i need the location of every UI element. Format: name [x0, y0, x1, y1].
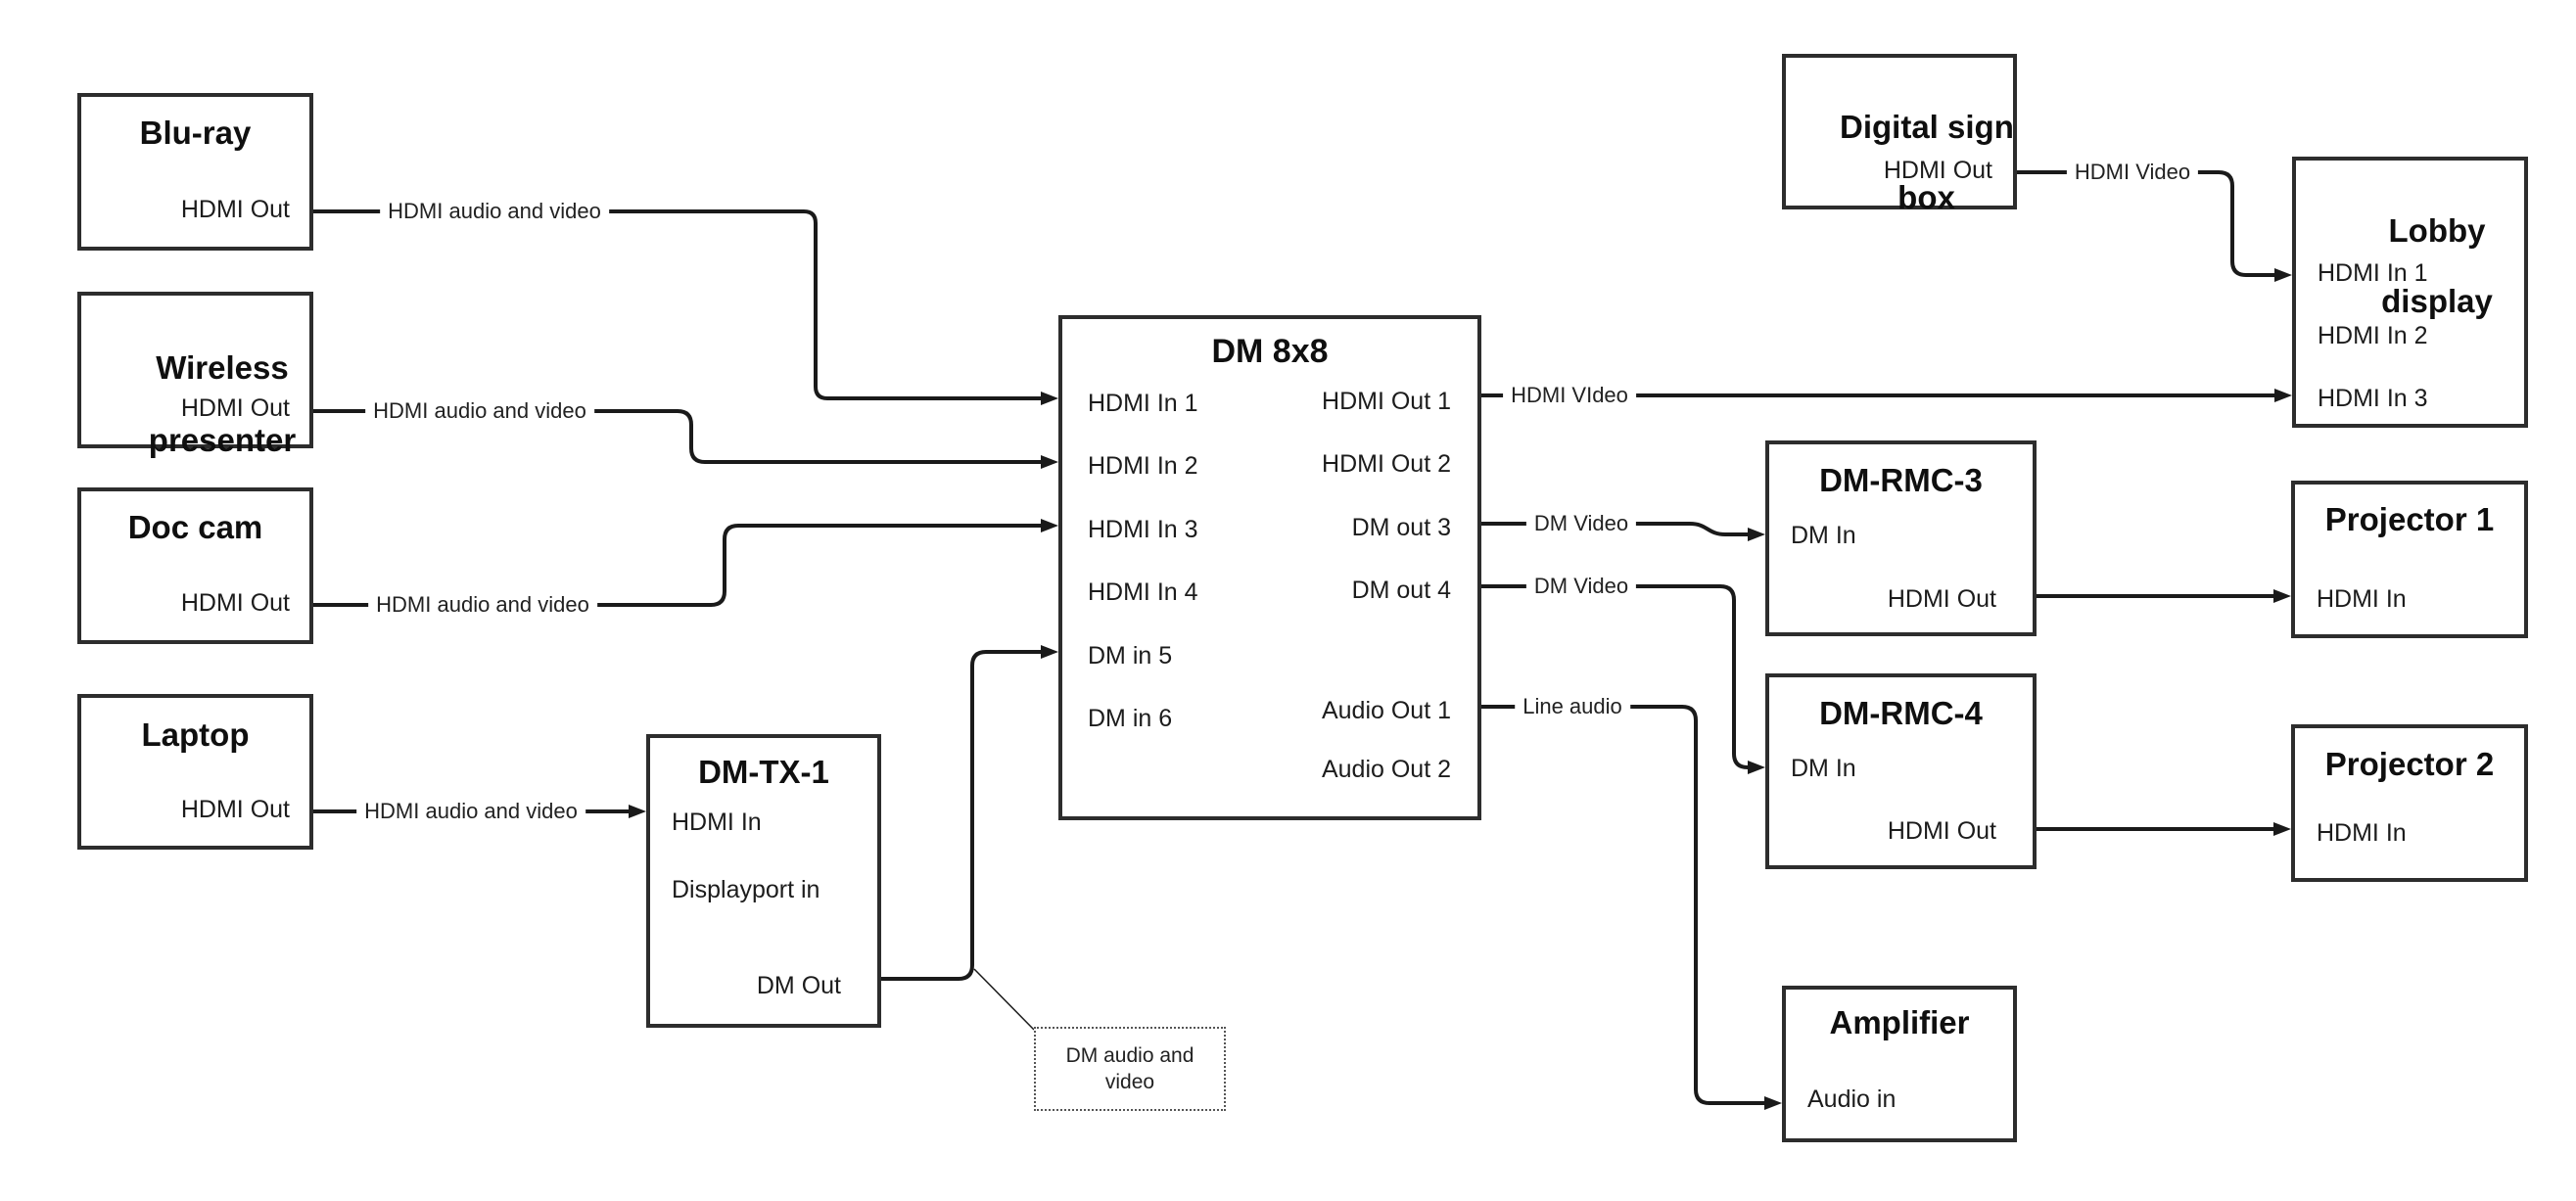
node-amplifier: Amplifier Audio in	[1782, 986, 2017, 1142]
edge-sign-to-lobby	[2017, 170, 2275, 277]
wire-label-doc-cam: HDMI audio and video	[368, 590, 597, 620]
port-hdmi-in-1: HDMI In 1	[2318, 259, 2428, 287]
node-title: Blu-ray	[139, 115, 252, 151]
node-title: Lobby display	[2296, 178, 2524, 354]
callout-line-2: video	[1104, 1071, 1155, 1093]
title-line-1: Digital sign	[1840, 109, 2014, 145]
port-audio-out-2: Audio Out 2	[1321, 756, 1451, 783]
node-title: DM 8x8	[1211, 333, 1329, 370]
port-dm-out-3: DM out 3	[1351, 514, 1451, 541]
port-hdmi-out: HDMI Out	[1883, 157, 1992, 184]
wire-label-blu-ray: HDMI audio and video	[380, 197, 609, 226]
wire-label-dm-out4: DM Video	[1525, 572, 1637, 601]
callout-dm-audio-video: DM audio and video	[1034, 1027, 1226, 1111]
node-blu-ray: Blu-ray HDMI Out	[77, 93, 313, 251]
port-hdmi-out: HDMI Out	[1887, 817, 1996, 845]
arrowheads	[629, 268, 2292, 1110]
node-projector-1: Projector 1 HDMI In	[2291, 481, 2528, 638]
node-dm-8x8: DM 8x8 HDMI In 1 HDMI In 2 HDMI In 3 HDM…	[1058, 315, 1481, 820]
node-title: Projector 1	[2324, 501, 2495, 537]
node-digital-sign-box: Digital sign box HDMI Out	[1782, 54, 2017, 215]
callout-leader-line	[973, 968, 1035, 1031]
edge-audio-out1-to-amp	[1481, 705, 1765, 1105]
wire-label-laptop: HDMI audio and video	[356, 797, 585, 826]
node-doc-cam: Doc cam HDMI Out	[77, 487, 313, 644]
node-title: Wireless presenter	[81, 313, 309, 494]
title-line-1: Wireless	[156, 349, 289, 386]
wire-label-dm-out3: DM Video	[1525, 509, 1637, 538]
port-hdmi-in: HDMI In	[2317, 819, 2407, 847]
node-title: DM-TX-1	[698, 754, 829, 790]
edge-dmtx-to-dm8x8	[881, 650, 1042, 981]
callout-line-1: DM audio and	[1065, 1044, 1194, 1067]
edge-wireless-to-dm8x8	[313, 409, 1042, 464]
port-hdmi-out: HDMI Out	[180, 196, 290, 223]
node-dm-rmc-3: DM-RMC-3 DM In HDMI Out	[1765, 440, 2037, 636]
port-hdmi-in-4: HDMI In 4	[1088, 578, 1198, 606]
port-hdmi-out: HDMI Out	[180, 589, 290, 617]
node-title: Doc cam	[127, 509, 263, 545]
title-line-1: Lobby	[2388, 212, 2486, 249]
port-hdmi-in-3: HDMI In 3	[1088, 516, 1198, 543]
node-title: Laptop	[141, 716, 250, 753]
port-hdmi-in: HDMI In	[672, 808, 762, 836]
title-line-2: box	[1897, 179, 1955, 215]
port-hdmi-in-2: HDMI In 2	[1088, 452, 1198, 480]
port-hdmi-out: HDMI Out	[180, 394, 290, 422]
node-title: Projector 2	[2324, 746, 2495, 782]
port-hdmi-in-3: HDMI In 3	[2318, 385, 2428, 412]
port-audio-out-1: Audio Out 1	[1321, 697, 1451, 724]
port-hdmi-in: HDMI In	[2317, 585, 2407, 613]
port-dm-out-4: DM out 4	[1351, 577, 1451, 604]
port-displayport-in: Displayport in	[672, 876, 820, 903]
node-title: Digital sign box	[1786, 74, 2014, 251]
title-line-2: display	[2381, 283, 2493, 319]
port-dm-in: DM In	[1791, 522, 1856, 549]
node-laptop: Laptop HDMI Out	[77, 694, 313, 850]
port-dm-in: DM In	[1791, 755, 1856, 782]
node-lobby-display: Lobby display HDMI In 1 HDMI In 2 HDMI I…	[2292, 157, 2528, 428]
wire-label-wireless: HDMI audio and video	[365, 396, 594, 426]
edge-dm-out4-to-rmc4	[1481, 584, 1749, 769]
wire-label-audio-out1: Line audio	[1515, 692, 1630, 721]
wire-label-sign: HDMI Video	[2066, 158, 2199, 187]
node-dm-rmc-4: DM-RMC-4 DM In HDMI Out	[1765, 673, 2037, 869]
node-title: DM-RMC-3	[1819, 462, 1983, 498]
edge-doc-cam-to-dm8x8	[313, 524, 1042, 607]
port-hdmi-out-1: HDMI Out 1	[1322, 388, 1451, 415]
edge-dm-out3-to-rmc3	[1481, 522, 1749, 536]
port-hdmi-in-2: HDMI In 2	[2318, 322, 2428, 349]
port-dm-in-5: DM in 5	[1088, 642, 1173, 670]
port-hdmi-out: HDMI Out	[180, 796, 290, 823]
node-title: DM-RMC-4	[1819, 695, 1983, 731]
node-projector-2: Projector 2 HDMI In	[2291, 724, 2528, 882]
port-hdmi-in-1: HDMI In 1	[1088, 390, 1198, 417]
port-hdmi-out: HDMI Out	[1887, 585, 1996, 613]
edge-blu-ray-to-dm8x8	[313, 209, 1042, 400]
node-title: Amplifier	[1829, 1004, 1970, 1040]
node-wireless-presenter: Wireless presenter HDMI Out	[77, 292, 313, 458]
port-hdmi-out-2: HDMI Out 2	[1322, 450, 1451, 478]
title-line-2: presenter	[148, 422, 297, 458]
port-dm-in-6: DM in 6	[1088, 705, 1173, 732]
node-dm-tx-1: DM-TX-1 HDMI In Displayport in DM Out	[646, 734, 881, 1028]
port-audio-in: Audio in	[1807, 1086, 1897, 1113]
wire-label-hdmi-out1: HDMI VIdeo	[1503, 381, 1636, 410]
port-dm-out: DM Out	[756, 972, 841, 999]
